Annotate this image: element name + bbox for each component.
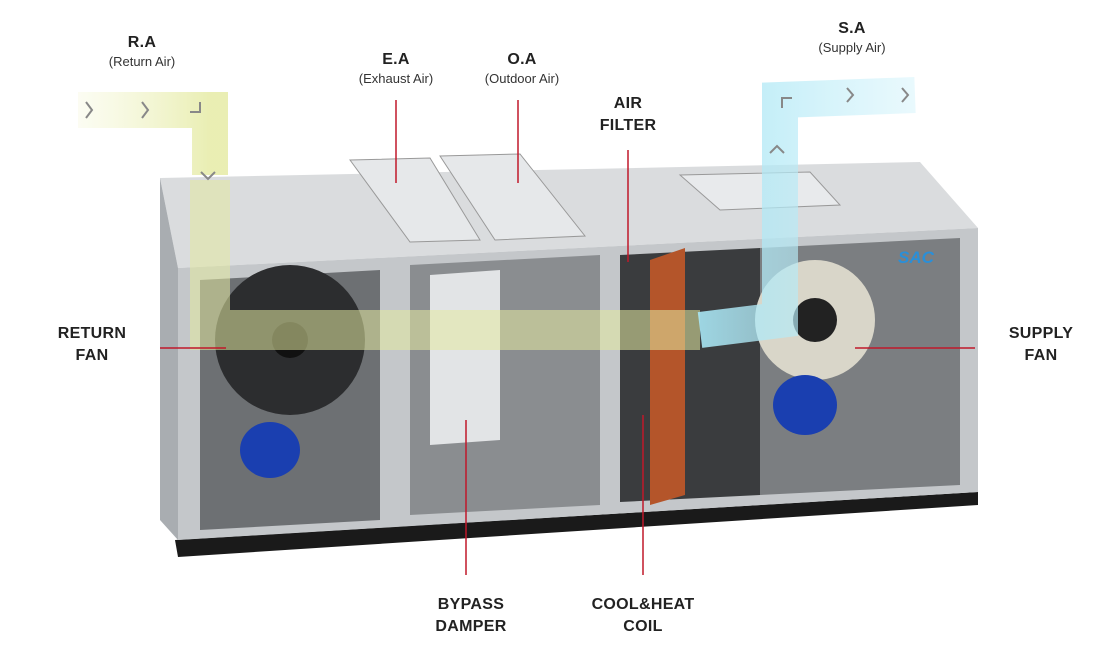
coil xyxy=(650,248,685,505)
sac-logo: SAC xyxy=(898,248,934,267)
bypass-line2: DAMPER xyxy=(435,618,507,635)
label-supply-air: S.A (Supply Air) xyxy=(818,18,885,56)
return-fan-line1: RETURN xyxy=(57,325,127,342)
air-filter-line2: FILTER xyxy=(599,117,657,134)
unit-left xyxy=(160,178,178,540)
ea-sub: (Exhaust Air) xyxy=(358,71,434,86)
coil-line1: COOL&HEAT xyxy=(591,596,695,613)
supply-fan-line1: SUPPLY xyxy=(1008,325,1074,342)
outdoor-damper xyxy=(439,153,586,241)
oa-title: O.A xyxy=(507,51,537,68)
bypass-damper xyxy=(430,270,500,445)
supply-motor xyxy=(773,375,837,435)
label-outdoor-air: O.A (Outdoor Air) xyxy=(485,49,559,87)
air-filter-line1: AIR xyxy=(613,95,643,112)
bypass-line1: BYPASS xyxy=(437,596,505,613)
label-air-filter: AIR FILTER xyxy=(600,93,657,137)
ra-title: R.A xyxy=(127,34,157,51)
unit-base xyxy=(175,492,978,557)
label-bypass-damper: BYPASS DAMPER xyxy=(435,594,506,638)
label-coil: COOL&HEAT COIL xyxy=(592,594,695,638)
sa-sub: (Supply Air) xyxy=(818,40,886,55)
sa-title: S.A xyxy=(838,20,866,37)
label-return-air: R.A (Return Air) xyxy=(109,32,175,70)
exhaust-damper xyxy=(349,157,481,243)
label-return-fan: RETURN FAN xyxy=(58,323,126,367)
supply-air-flow xyxy=(697,77,916,348)
label-supply-fan: SUPPLY FAN xyxy=(1009,323,1073,367)
return-fan-line2: FAN xyxy=(75,347,109,364)
oa-sub: (Outdoor Air) xyxy=(484,71,560,86)
coil-line2: COIL xyxy=(623,618,663,635)
flow-arrows xyxy=(85,87,910,181)
ea-title: E.A xyxy=(382,51,410,68)
supply-fan-line2: FAN xyxy=(1024,347,1058,364)
return-motor xyxy=(240,422,300,478)
label-exhaust-air: E.A (Exhaust Air) xyxy=(359,49,433,87)
filter-coil-section xyxy=(620,248,760,502)
ra-sub: (Return Air) xyxy=(108,54,176,69)
leader-lines xyxy=(160,100,975,575)
return-air-flow xyxy=(78,92,228,175)
